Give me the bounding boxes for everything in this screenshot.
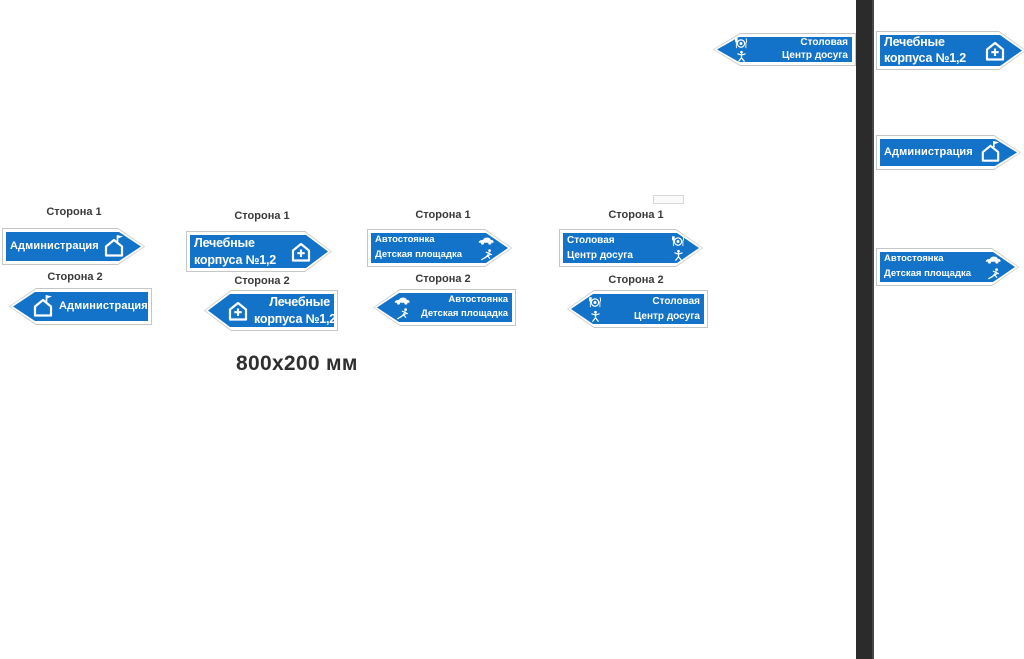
side-label: Сторона 2	[608, 274, 664, 286]
dining-icon	[734, 36, 748, 50]
dancer-icon	[735, 50, 748, 63]
sign-line: Лечебные	[884, 35, 945, 50]
sign-medical-side1: Лечебные корпуса №1,2	[186, 231, 332, 272]
sign-line: Автостоянка	[448, 294, 508, 306]
sign-line: Администрация	[59, 300, 148, 313]
sign-line: корпуса №1,2	[884, 51, 966, 66]
pole-sign-parking-playground: Автостоянка Детская площадка	[876, 248, 1019, 286]
sign-face	[190, 235, 328, 268]
playground-icon	[987, 267, 1000, 280]
side-label: Сторона 1	[608, 209, 664, 221]
sign-face	[717, 37, 852, 62]
car-icon	[394, 295, 410, 305]
sign-line: Столовая	[652, 296, 700, 307]
sign-line: корпуса №1,2	[254, 311, 336, 326]
sign-parking-side1: Автостоянка Детская площадка	[367, 229, 512, 267]
house-flag-icon	[101, 234, 127, 260]
dining-icon	[588, 295, 602, 309]
sign-dining-side2: Столовая Центр досуга	[567, 290, 708, 328]
sign-line: Центр досуга	[567, 249, 633, 261]
sign-line: корпуса №1,2	[194, 252, 276, 267]
dimension-label: 800x200 мм	[236, 352, 358, 375]
sign-line: Центр досуга	[782, 50, 848, 62]
sign-line: Детская площадка	[375, 248, 463, 260]
sign-administration-side2: Администрация	[9, 288, 152, 325]
house-plus-icon	[225, 298, 251, 324]
sign-line: Лечебные	[269, 295, 330, 310]
side-label: Сторона 1	[415, 209, 471, 221]
sign-line: Автостоянка	[375, 234, 435, 246]
car-icon	[478, 235, 494, 245]
marker-rect	[653, 195, 684, 204]
sign-line: Автостоянка	[884, 253, 944, 265]
house-flag-icon	[30, 294, 56, 320]
sign-line: Администрация	[884, 146, 973, 159]
sign-administration-side1: Администрация	[2, 228, 145, 265]
sign-medical-side2: Лечебные корпуса №1,2	[204, 290, 338, 331]
car-icon	[985, 254, 1001, 264]
playground-icon	[480, 248, 493, 261]
side-label: Сторона 2	[47, 271, 103, 283]
house-plus-icon	[288, 239, 314, 265]
sign-line: Детская площадка	[884, 267, 972, 279]
pole-sign-medical-buildings: Лечебные корпуса №1,2	[876, 31, 1024, 70]
sign-line: Столовая	[800, 37, 848, 49]
side-label: Сторона 2	[415, 273, 471, 285]
side-label: Сторона 1	[234, 210, 290, 222]
sign-line: Администрация	[10, 240, 99, 253]
sign-parking-side2: Автостоянка Детская площадка	[373, 289, 516, 326]
sign-line: Центр досуга	[634, 310, 700, 322]
dancer-icon	[589, 310, 602, 323]
dancer-icon	[672, 249, 685, 262]
sign-line: Столовая	[567, 235, 615, 246]
sign-pole	[856, 0, 874, 659]
house-flag-icon	[978, 140, 1003, 165]
sign-dining-side1: Столовая Центр досуга	[559, 229, 703, 267]
pole-sign-administration: Администрация	[876, 135, 1021, 170]
dining-icon	[671, 234, 685, 248]
sign-face	[880, 35, 1022, 66]
sign-line: Детская площадка	[420, 308, 508, 320]
sign-line: Лечебные	[194, 236, 255, 251]
side-label: Сторона 1	[46, 206, 102, 218]
pole-sign-dining-leisure: Столовая Центр досуга	[713, 33, 856, 66]
playground-icon	[396, 307, 409, 320]
house-plus-icon	[982, 38, 1008, 64]
side-label: Сторона 2	[234, 275, 290, 287]
